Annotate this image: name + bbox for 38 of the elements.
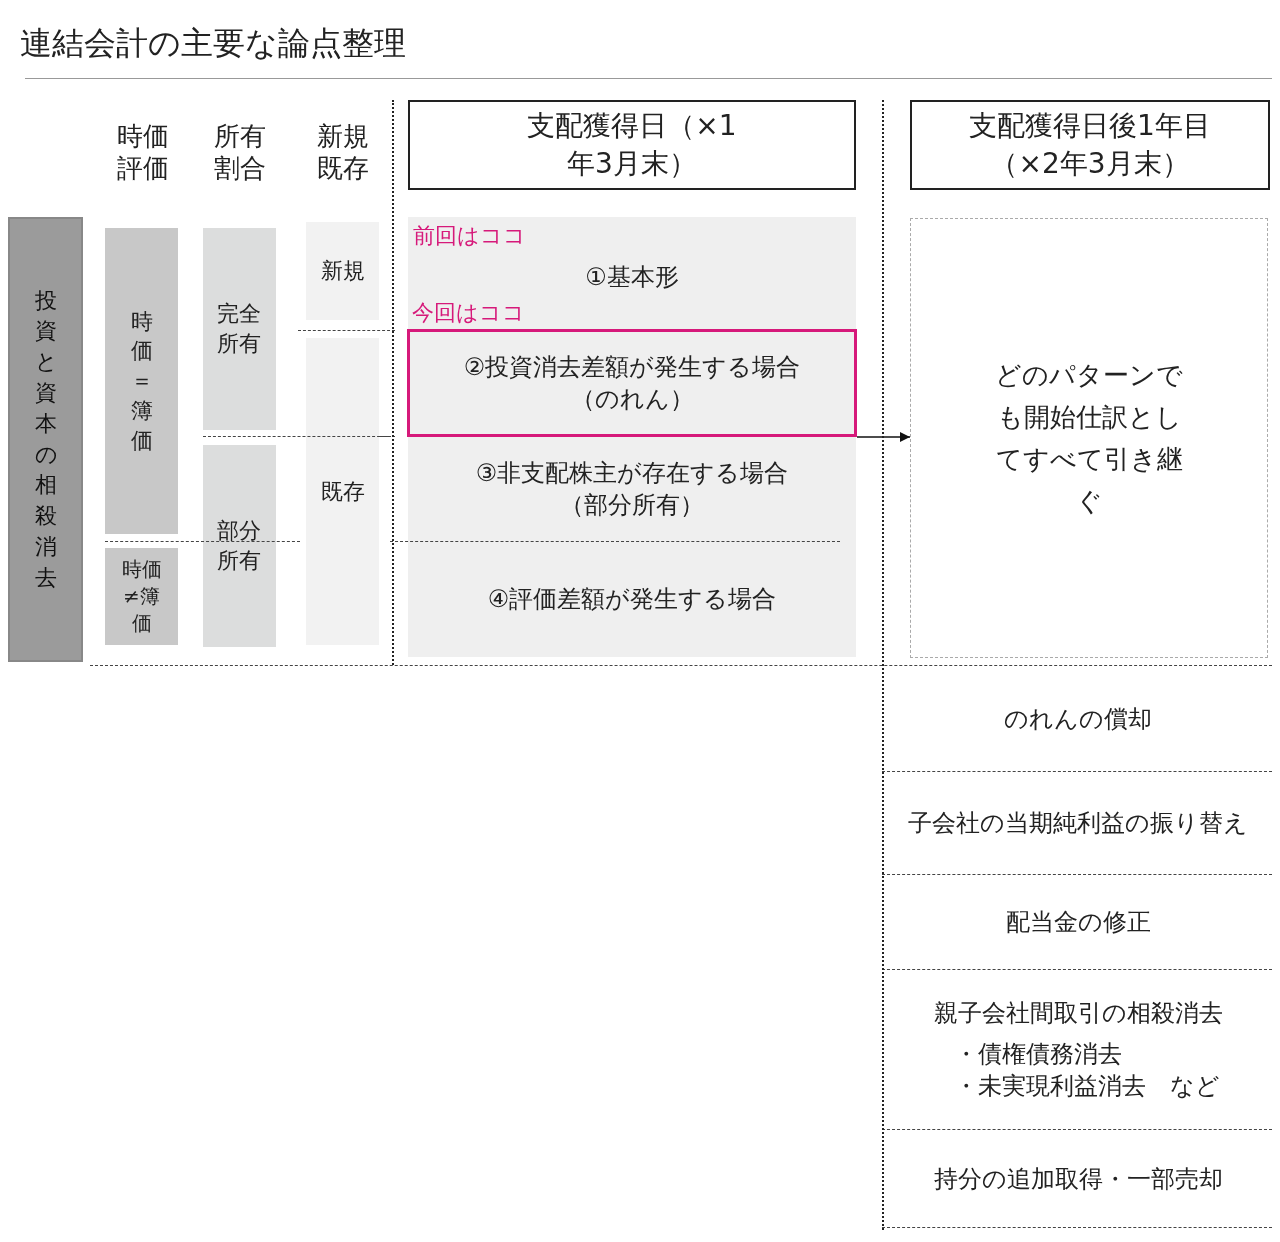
marker-note: 前回はココ [413, 225, 526, 247]
marker-note: 今回はココ [412, 302, 525, 324]
box-label: 時価＝簿価 [129, 307, 154, 455]
box-label: 時価≠簿価 [120, 556, 163, 637]
header-box [408, 100, 856, 190]
condition-box [203, 228, 276, 430]
category-bar [8, 217, 83, 662]
box-label: 既存 [320, 477, 365, 506]
box-label: ①基本形 [585, 261, 679, 293]
case-row [407, 329, 857, 437]
box-label: ④評価差額が発生する場合 [487, 583, 777, 615]
box-label: 支配獲得日（×1年3月末） [526, 108, 738, 182]
bullet-item: ・未実現利益消去 など [954, 1071, 1220, 1103]
page-title: 連結会計の主要な論点整理 [20, 23, 406, 64]
box-label: 投資と資本の相殺消去 [34, 286, 57, 592]
box-label: 完全所有 [216, 300, 263, 358]
box-label: のれんの償却 [1004, 703, 1152, 735]
column-header: 所有割合 [213, 120, 267, 184]
box-label: 新規 [320, 257, 365, 286]
column-header: 新規既存 [316, 120, 370, 184]
box-label: 部分所有 [216, 517, 263, 575]
box-label: 親子会社間取引の相殺消去 [933, 998, 1223, 1030]
arrow [856, 431, 911, 443]
box-label: どのパターンでも開始仕訳としてすべて引き継ぐ [994, 359, 1184, 518]
column-header: 時価評価 [116, 120, 170, 184]
box-label: ③非支配株主が存在する場合（部分所有） [474, 457, 790, 521]
box-label: 子会社の当期純利益の振り替え [908, 808, 1248, 840]
box-label: 支配獲得日後1年目（×2年3月末） [968, 108, 1212, 182]
bullet-item: ・債権債務消去 [954, 1038, 1122, 1070]
condition-box [306, 338, 379, 645]
summary-box [910, 218, 1268, 658]
box-label: 配当金の修正 [1005, 907, 1151, 939]
header-box [910, 100, 1270, 190]
condition-box [105, 548, 178, 645]
box-label: 持分の追加取得・一部売却 [933, 1163, 1223, 1195]
condition-box [105, 228, 178, 534]
condition-box [203, 445, 276, 647]
box-label: ②投資消去差額が発生する場合（のれん） [462, 351, 802, 415]
